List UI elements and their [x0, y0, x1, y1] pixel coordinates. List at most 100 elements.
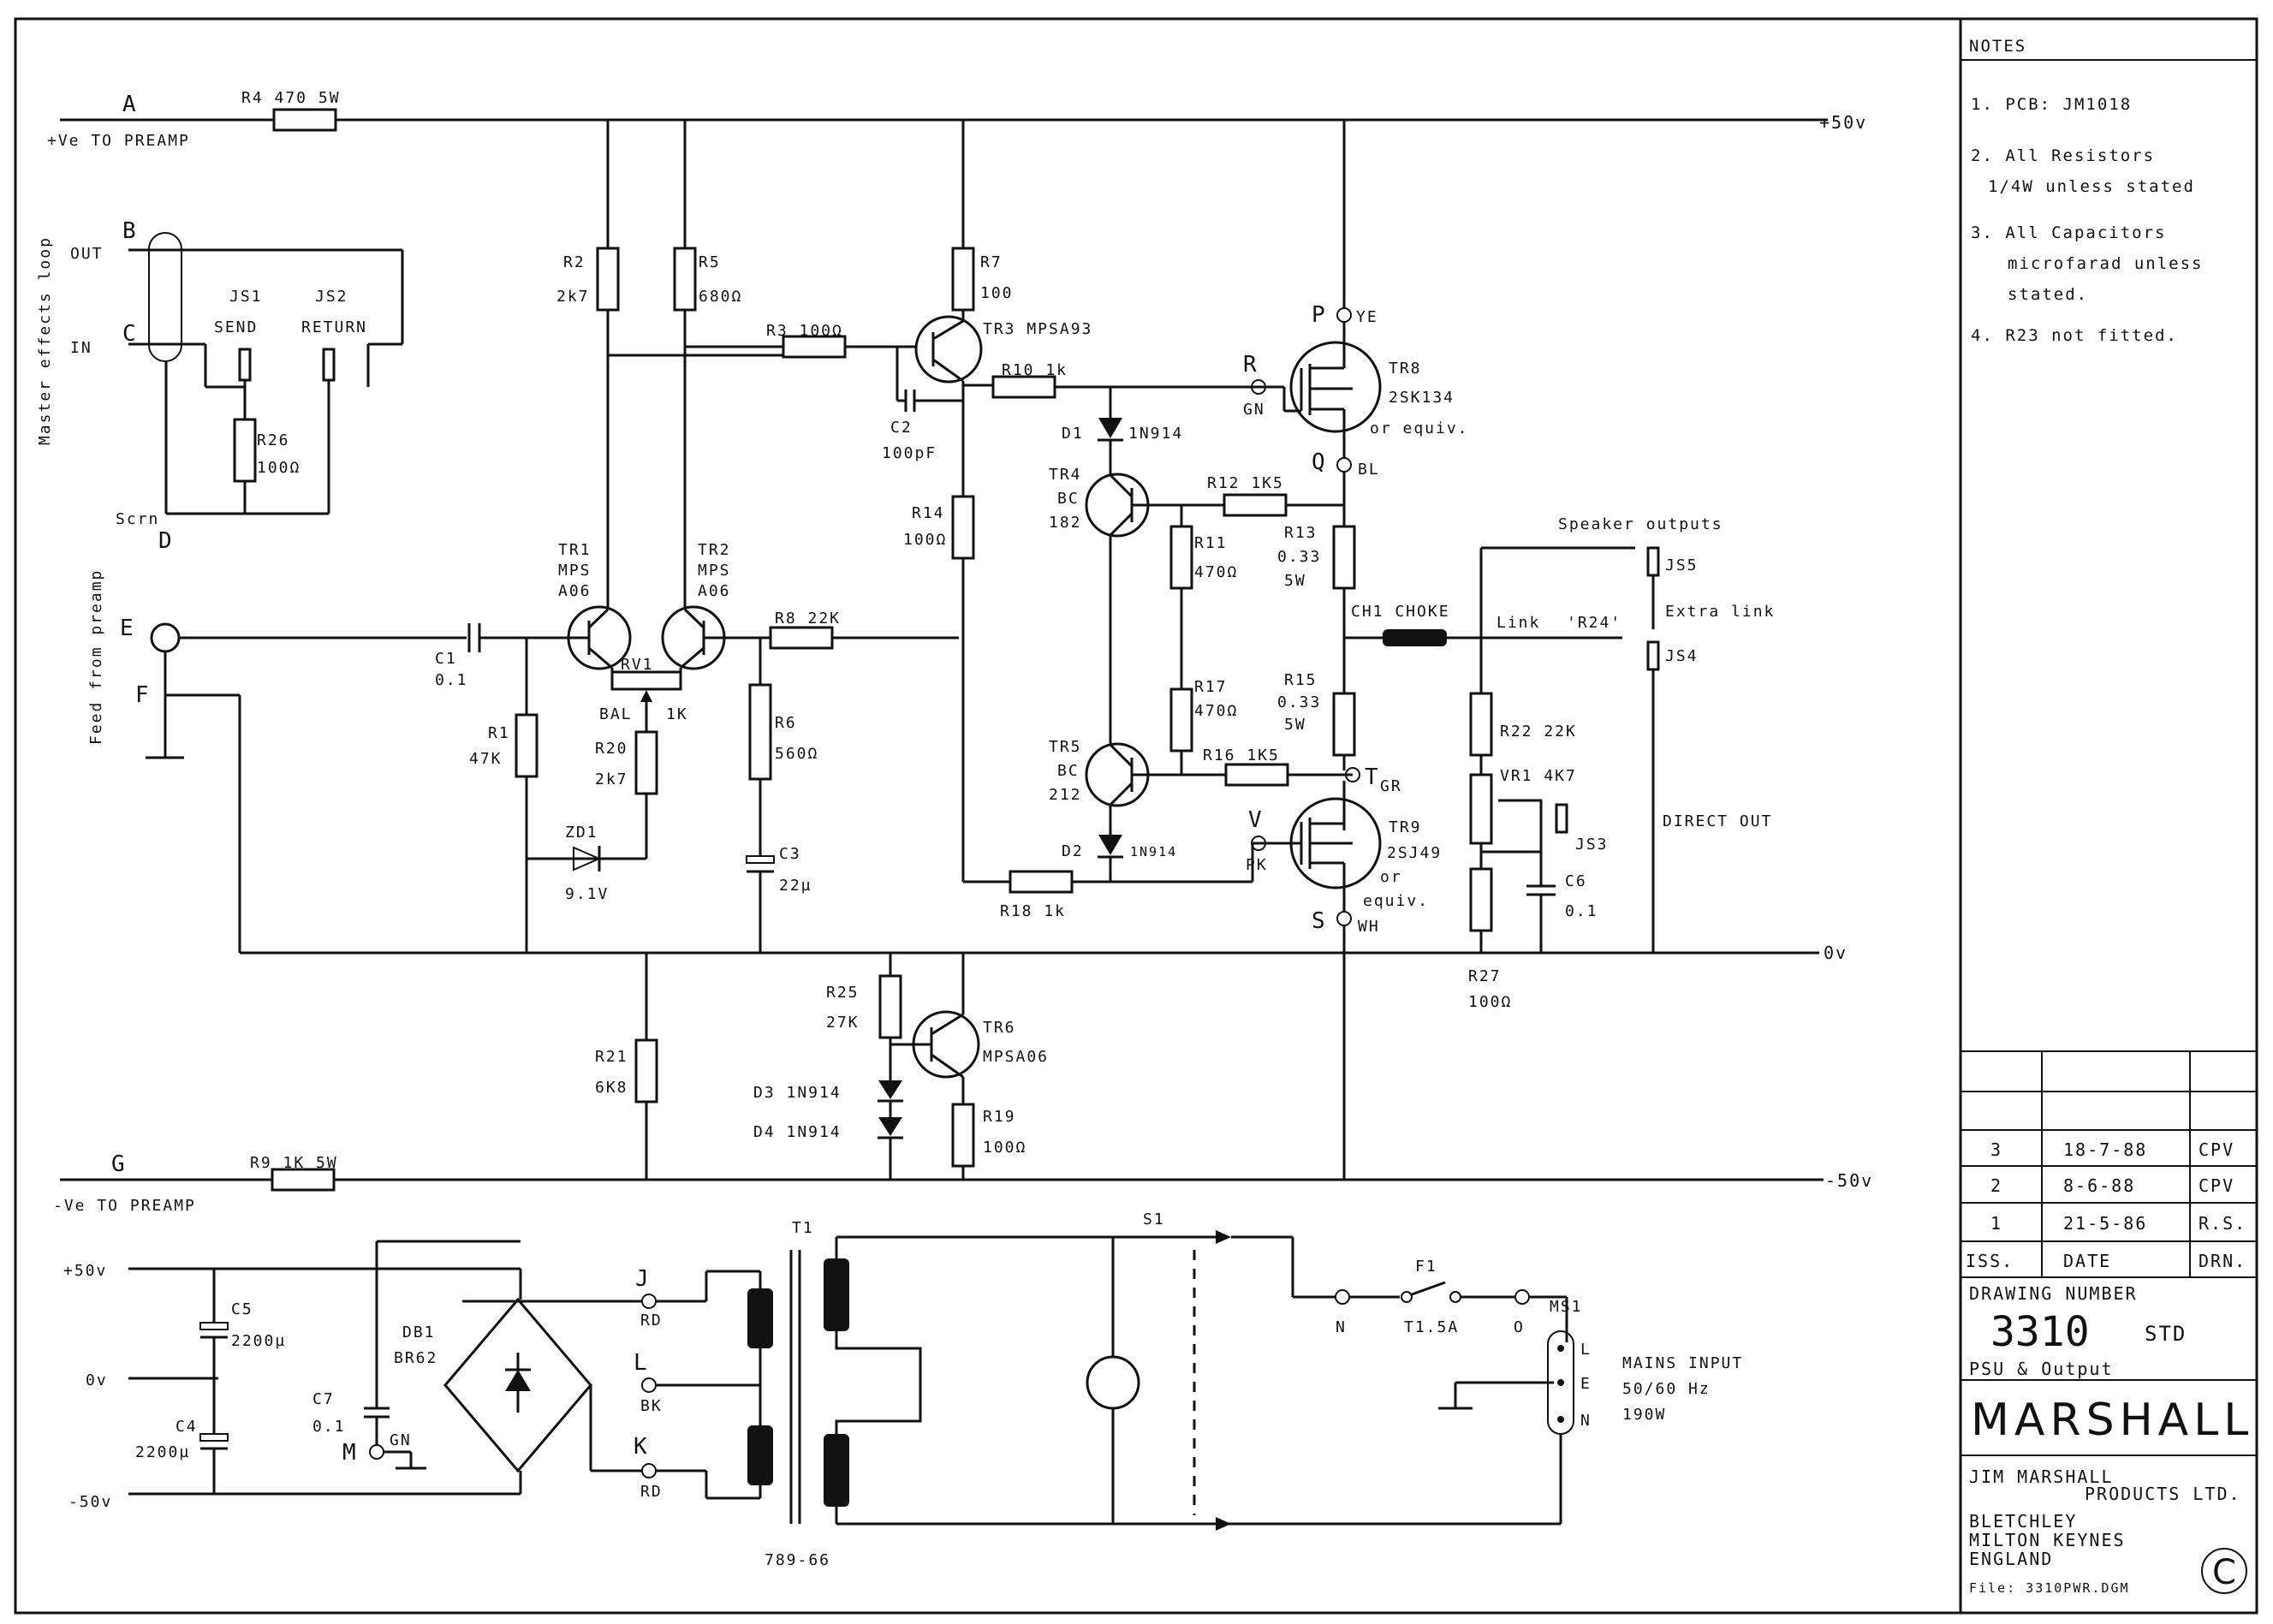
label-BL: BL — [1358, 461, 1380, 479]
label-Q: Q — [1312, 449, 1325, 475]
label-TR4c: 182 — [1049, 514, 1082, 532]
label-R16: R16 1K5 — [1203, 747, 1280, 764]
label-C1: C1 — [435, 650, 457, 668]
label-TR4b: BC — [1057, 490, 1080, 508]
label-J: J — [635, 1266, 649, 1292]
label-R13: R13 — [1284, 524, 1318, 542]
drawing-number-label: DRAWING NUMBER — [1969, 1283, 2138, 1304]
label-R1v: 47K — [469, 750, 503, 768]
bridge-rectifier-DB1 — [443, 1297, 592, 1473]
label-C5: C5 — [231, 1300, 253, 1318]
resistor-R12 — [1223, 493, 1288, 517]
label-TR5a: TR5 — [1049, 738, 1082, 756]
label-D4: D4 1N914 — [753, 1123, 842, 1141]
resistor-R15 — [1332, 692, 1356, 757]
label-BAL: BAL — [599, 705, 633, 723]
rev-2-drn: CPV — [2199, 1175, 2234, 1196]
label-R27: R27 — [1468, 967, 1502, 985]
rev-1-drn: R.S. — [2199, 1213, 2246, 1234]
label-R21: R21 — [595, 1048, 628, 1066]
label-R11v: 470Ω — [1194, 563, 1238, 581]
terminal-T — [1345, 767, 1360, 782]
transistor-TR1 — [567, 605, 632, 670]
label-D2: D2 — [1062, 842, 1084, 860]
label-R13v: 0.33 — [1277, 548, 1321, 566]
choke-CH1 — [1383, 629, 1447, 646]
resistor-R10 — [991, 375, 1056, 399]
fuse-F1-pin1 — [1401, 1291, 1413, 1303]
label-TR1b: MPS — [558, 562, 592, 580]
resistor-R18 — [1009, 870, 1074, 894]
label-R15w: 5W — [1284, 716, 1306, 734]
label-link: Link — [1496, 614, 1540, 632]
terminal-J — [641, 1294, 657, 1309]
rev-1-date: 21-5-86 — [2063, 1213, 2147, 1234]
rev-2-iss: 2 — [1990, 1175, 2002, 1196]
label-WH: WH — [1358, 918, 1380, 936]
output-stage: P YE R GN TR8 2SK134 or equiv. Q BL R13 … — [1243, 120, 1467, 1180]
jack-JS4[interactable] — [1646, 640, 1660, 671]
label-R25: R25 — [826, 984, 860, 1002]
resistor-R17 — [1169, 687, 1193, 753]
label-T1v: 789-66 — [765, 1551, 830, 1569]
rv1-wiper — [640, 690, 652, 702]
input-stage: R2 2k7 R5 680Ω TR1 MPS A06 TR2 MPS A06 R… — [556, 120, 959, 1180]
ve-plus-label: +Ve TO PREAMP — [47, 132, 190, 150]
label-D1v: 1N914 — [1128, 425, 1183, 443]
resistor-R13 — [1332, 525, 1356, 590]
label-K-RD: RD — [640, 1483, 663, 1501]
label-JS2: JS2 — [315, 288, 348, 306]
label-C3v: 22µ — [779, 877, 812, 895]
drawing-suffix: STD — [2145, 1322, 2187, 1346]
label-P: P — [1312, 302, 1325, 328]
label-direct-out: DIRECT OUT — [1663, 812, 1772, 830]
resistor-R19 — [951, 1103, 975, 1168]
jack-JS5[interactable] — [1646, 546, 1660, 577]
label-R13w: 5W — [1284, 572, 1306, 590]
psu-section: +50v 0v -50v C5 2200µ C4 2200µ C7 0.1 M … — [63, 1211, 1741, 1569]
label-R2v: 2k7 — [556, 288, 590, 306]
label-TR4a: TR4 — [1049, 466, 1082, 484]
label-R5: R5 — [699, 253, 721, 271]
preset-RV1[interactable] — [610, 670, 682, 691]
note-3: 3. All Capacitors — [1971, 223, 2166, 242]
label-TR2b: MPS — [698, 562, 731, 580]
label-in: IN — [70, 339, 92, 357]
copyright-circle — [2201, 1548, 2247, 1594]
speaker-section: CH1 CHOKE Link 'R24' Speaker outputs JS5… — [1344, 515, 1773, 1011]
label-GN: GN — [1243, 401, 1265, 419]
trimpot-VR1[interactable] — [1469, 773, 1493, 845]
label-T: T — [1365, 764, 1378, 790]
rail-minus50-label: -50v — [1825, 1170, 1873, 1191]
note-2: 2. All Resistors — [1971, 146, 2155, 165]
ve-minus-label: -Ve TO PREAMP — [53, 1197, 196, 1215]
label-D2v: 1N914 — [1130, 844, 1177, 860]
jack-JS1[interactable] — [238, 348, 252, 382]
t1-secondary-1 — [747, 1288, 773, 1348]
label-F1v: T1.5A — [1404, 1318, 1459, 1336]
resistor-R4 — [272, 108, 337, 132]
jack-JS2[interactable] — [322, 348, 336, 382]
company-line-3: BLETCHLEY — [1969, 1511, 2077, 1532]
label-out: OUT — [70, 245, 104, 263]
label-R8: R8 22K — [775, 610, 841, 628]
label-C2: C2 — [890, 419, 913, 437]
label-C1v: 0.1 — [435, 671, 468, 689]
note-1: 1. PCB: JM1018 — [1971, 95, 2132, 114]
input-jack-E[interactable] — [150, 622, 181, 653]
jack-JS3[interactable] — [1555, 803, 1568, 834]
drawing-number: 3310 — [1990, 1308, 2090, 1356]
label-R20v: 2k7 — [595, 770, 628, 788]
label-R26: R26 — [257, 431, 290, 449]
resistor-R8 — [769, 626, 834, 650]
label-C6: C6 — [1565, 872, 1587, 890]
shielded-cable-loop — [148, 232, 182, 362]
label-TR6v: MPSA06 — [983, 1048, 1049, 1066]
resistor-R27 — [1469, 867, 1493, 932]
label-R27v: 100Ω — [1468, 993, 1512, 1011]
label-TR6: TR6 — [983, 1019, 1016, 1037]
minus-supply-section: G -Ve TO PREAMP R9 1K 5W — [53, 1151, 336, 1215]
label-R11: R11 — [1194, 534, 1228, 552]
label-M: M — [342, 1440, 356, 1466]
